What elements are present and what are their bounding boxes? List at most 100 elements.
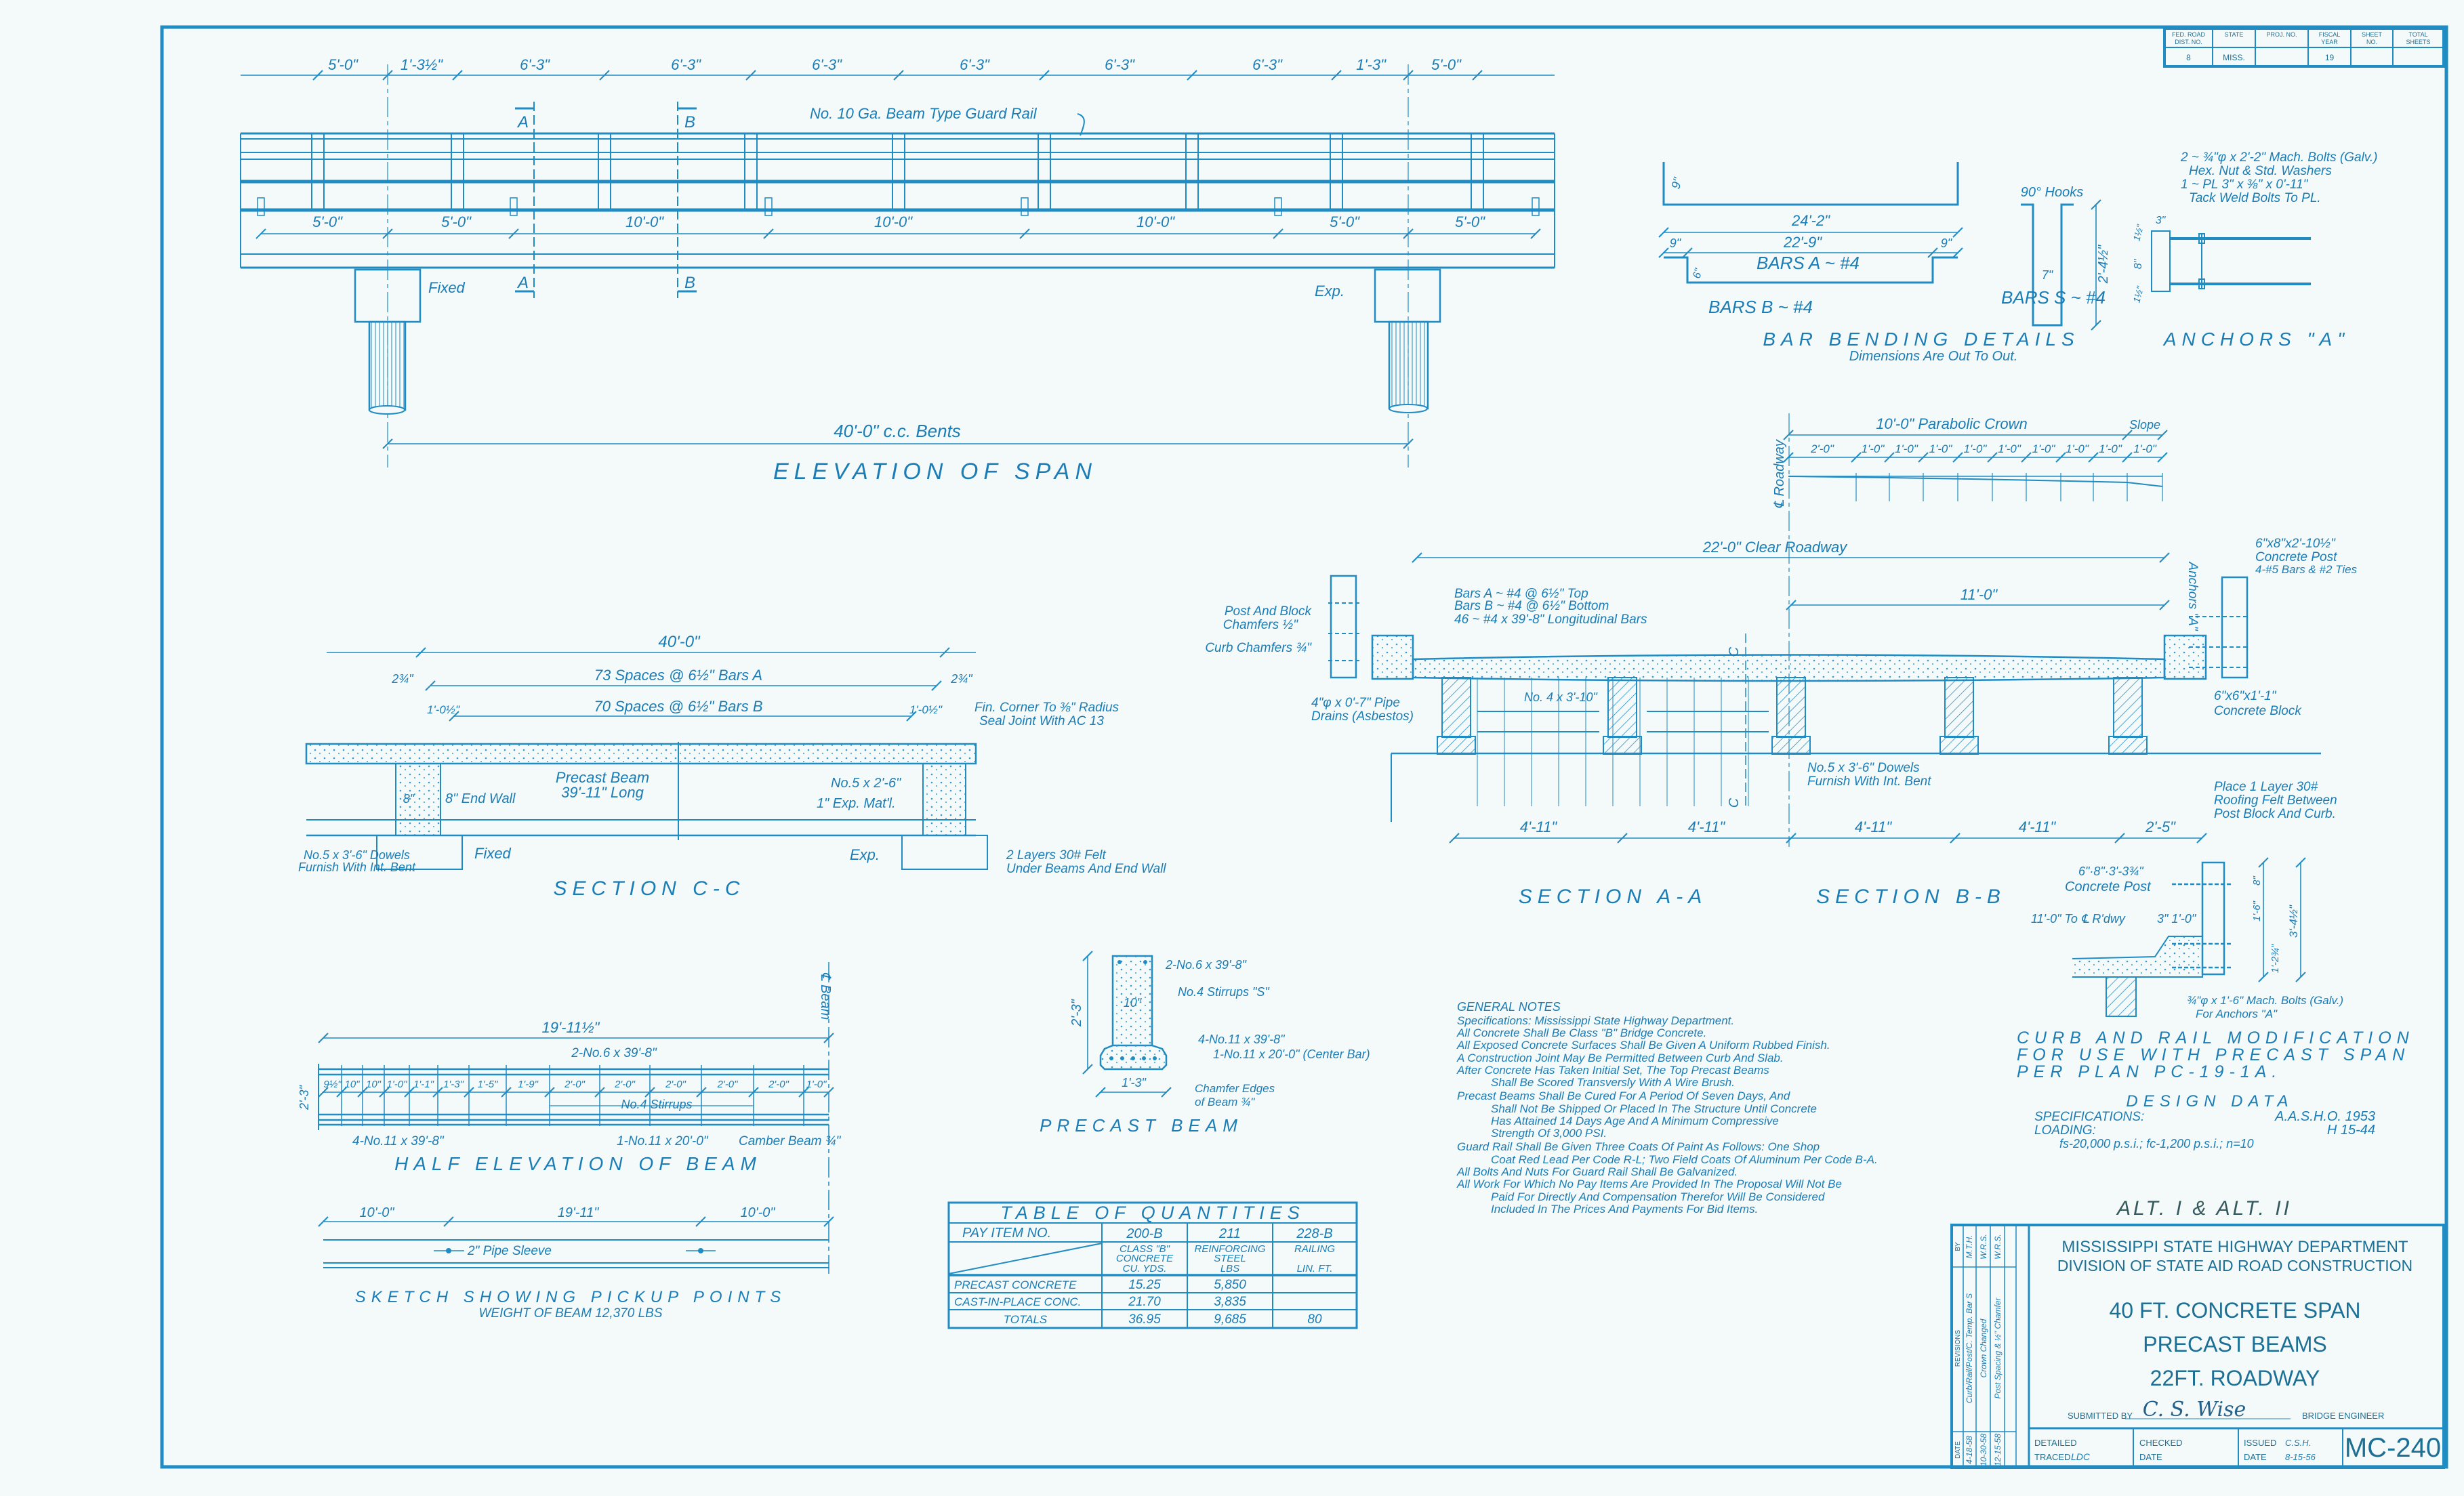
rebar: [1117, 960, 1122, 964]
pier-cap-fixed: [376, 835, 463, 870]
dimension-tick: [2157, 452, 2168, 463]
pier-cap: [1374, 268, 1441, 323]
bar-b-length: 22'-9": [1783, 234, 1822, 251]
top-bars-label: 2-No.6 x 39'-8": [1165, 958, 1247, 972]
felt-note: Post Block And Curb.: [2214, 807, 2336, 821]
anchor-dim: 8": [2133, 258, 2144, 269]
rebar: [1143, 960, 1147, 964]
bar-s-hooks: 90° Hooks: [2021, 185, 2084, 200]
column-description: REINFORCING: [1195, 1243, 1266, 1255]
header-column-label: DIST. NO.: [2175, 39, 2202, 45]
end-gap: 2¾": [950, 672, 973, 686]
bar-s-shape: [2021, 203, 2074, 327]
dimension-tick: [2021, 452, 2032, 463]
dimension-tick: [1412, 552, 1422, 563]
roadway-centerline-label: ℄ Roadway: [1772, 439, 1787, 509]
table-title: TABLE OF QUANTITIES: [1000, 1203, 1305, 1223]
anchor-note: 2 ~ ¾"φ x 2'-2" Mach. Bolts (Galv.): [2180, 150, 2378, 165]
stirrup-spacing: 1'-5": [478, 1079, 499, 1090]
section-a-title: SECTION A-A: [1519, 886, 1708, 908]
fin-corner-note: Fin. Corner To ⅜" Radius: [974, 701, 1120, 715]
bolt-note: ¾"φ x 1'-6" Mach. Bolts (Galv.): [2187, 994, 2343, 1007]
dimension-tick: [1682, 247, 1693, 258]
curb-block-right: [2163, 634, 2207, 680]
wall-thickness: 8": [403, 792, 415, 806]
dimension-tick: [1617, 833, 1628, 844]
dimension-tick: [2088, 452, 2099, 463]
beam-stub: [2106, 976, 2137, 1017]
dimension-tick: [599, 70, 610, 81]
section-c-title: SECTION C-C: [554, 877, 745, 900]
dimension-tick: [1783, 430, 1794, 440]
dimension-label: 6'-3": [1252, 56, 1283, 73]
deck-slab-cc: [305, 743, 977, 765]
dimension-tick: [823, 1087, 834, 1098]
column-description: CONCRETE: [1116, 1253, 1174, 1264]
crown-profile: [1788, 476, 2163, 487]
stirrup-spacing: 9½": [323, 1079, 342, 1090]
post-note: 4-#5 Bars & #2 Ties: [2255, 563, 2358, 576]
dimension-tick: [432, 1087, 443, 1098]
stirrup-spacing: 2'-0": [614, 1079, 636, 1090]
engineer-signature: C. S. Wise: [2143, 1398, 2246, 1421]
sheet-border: [160, 25, 2448, 1469]
dimension-tick: [1161, 1087, 1172, 1098]
engineer-role: BRIDGE ENGINEER: [2302, 1411, 2384, 1421]
column-description: LBS: [1220, 1263, 1239, 1274]
stirrup-spacing: 1'-3": [443, 1079, 464, 1090]
rail-post: [598, 133, 611, 211]
post-note: 6"·8"·3'-3¾": [2078, 865, 2144, 878]
beam-note: Precast Beam: [556, 769, 649, 786]
rebar: [1153, 1056, 1157, 1060]
stirrup-spacing: 2'-0": [564, 1079, 586, 1090]
dimension-tick: [2091, 320, 2101, 331]
dimension-tick: [1783, 452, 1794, 463]
precast-beam-title: PRECAST BEAM: [1040, 1115, 1243, 1136]
dimension-label: 5'-0": [312, 213, 343, 230]
detailed-label: DETAILED: [2034, 1438, 2077, 1448]
rail-post: [744, 133, 758, 211]
dimension-tick: [748, 1087, 759, 1098]
dimension-tick: [1987, 452, 1998, 463]
dimension-tick: [2159, 552, 2170, 563]
post-dim: 1'-6": [2251, 900, 2263, 921]
dimension-tick: [1082, 1064, 1093, 1075]
quantities-table: [947, 1201, 1358, 1329]
anchor-note: Hex. Nut & Std. Washers: [2189, 164, 2332, 178]
dimension-tick: [1950, 833, 1960, 844]
bars-b-spacing: 70 Spaces @ 6½" Bars B: [594, 698, 762, 715]
dimension-tick: [255, 228, 266, 239]
general-notes-title: GENERAL NOTES: [1457, 1000, 1561, 1014]
beam-weight: WEIGHT OF BEAM 12,370 LBS: [478, 1306, 662, 1321]
general-note-line: Has Attained 14 Days Age And A Minimum C…: [1491, 1115, 1779, 1127]
general-note-line: Guard Rail Shall Be Given Three Coats Of…: [1457, 1140, 1820, 1153]
design-stresses: fs-20,000 p.s.i.; fc-1,200 p.s.i.; n=10: [2059, 1137, 2254, 1150]
rail-post: [1330, 133, 1343, 211]
revision-by: W.R.S.: [1993, 1234, 2003, 1260]
pipe-drain-note: 4"φ x 0'-7" Pipe: [1311, 696, 1400, 710]
dimension-label: 5'-0": [328, 56, 358, 73]
header-value: 8: [2186, 53, 2191, 62]
dimension-tick: [2122, 430, 2133, 440]
dimension-tick: [2196, 833, 2207, 844]
dimension-tick: [695, 1216, 706, 1227]
design-data-title: DESIGN DATA: [2126, 1092, 2293, 1110]
dimension-label: 5'-0": [441, 213, 472, 230]
anchor-dim: 1½": [2131, 223, 2145, 243]
pile-column: [368, 320, 407, 411]
pickup-dim: 10'-0": [741, 1205, 776, 1220]
bar-note: No. 4 x 3'-10": [1524, 690, 1598, 704]
dimension-tick: [893, 70, 904, 81]
guard-rail-label: No. 10 Ga. Beam Type Guard Rail: [810, 105, 1038, 122]
end-wall-note: 8" End Wall: [445, 791, 516, 806]
general-note-line: Strength Of 3,000 PSI.: [1491, 1127, 1607, 1140]
precast-beam-flange: [1771, 736, 1811, 755]
header-column-label: PROJ. NO.: [2266, 31, 2297, 38]
dimension-tick: [1403, 438, 1414, 449]
general-note-line: Paid For Directly And Compensation There…: [1491, 1190, 1825, 1203]
half-elevation-title: HALF ELEVATION OF BEAM: [394, 1153, 762, 1174]
header-column-label: SHEETS: [2406, 39, 2430, 45]
bar-s-label: BARS S ~ #4: [2001, 287, 2106, 308]
beam-note: 39'-11" Long: [561, 784, 644, 801]
dimension-tick: [318, 1087, 329, 1098]
